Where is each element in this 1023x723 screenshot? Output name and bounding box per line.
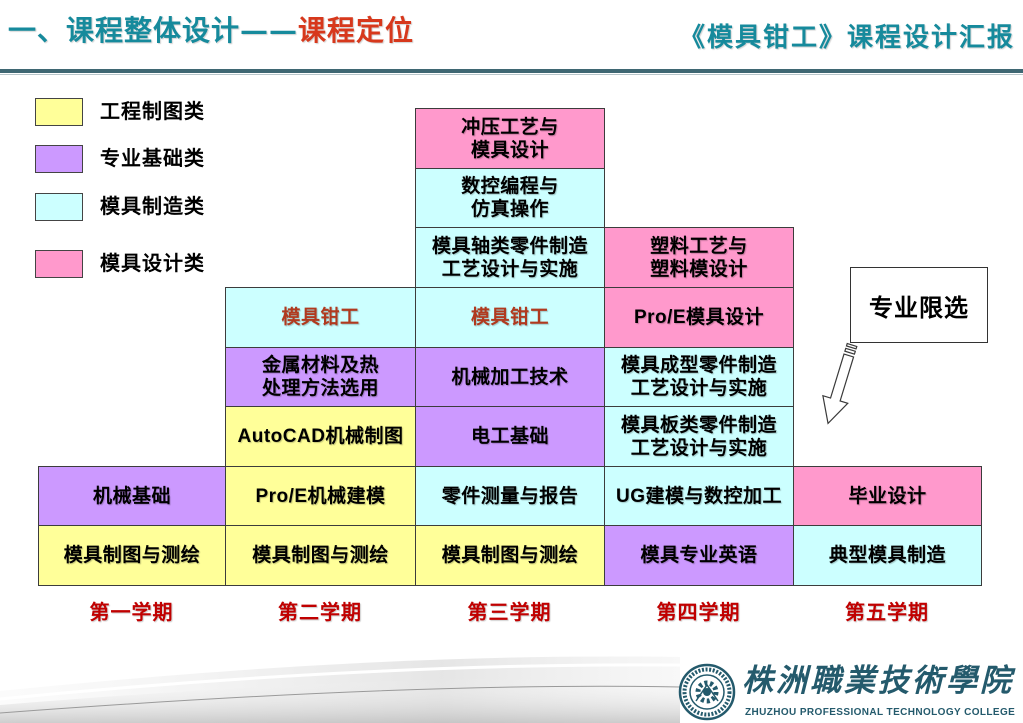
legend-label: 工程制图类 bbox=[100, 101, 205, 123]
course-cell: 机械基础 bbox=[38, 466, 226, 526]
legend-swatch bbox=[35, 98, 83, 126]
course-cell: 模具制图与测绘 bbox=[225, 525, 416, 586]
course-name: 模具成型零件制造 工艺设计与实施 bbox=[620, 355, 777, 399]
legend-swatch bbox=[35, 193, 83, 221]
course-cell: 模具轴类零件制造 工艺设计与实施 bbox=[415, 227, 605, 288]
course-name: Pro/E机械建模 bbox=[255, 485, 386, 507]
course-name: 模具轴类零件制造 工艺设计与实施 bbox=[431, 235, 588, 280]
college-name: 株洲職業技術學院 bbox=[742, 663, 1014, 699]
course-cell: 冲压工艺与 模具设计 bbox=[415, 108, 605, 169]
semester-label: 第二学期 bbox=[278, 602, 362, 624]
callout-label: 专业限选 bbox=[869, 294, 969, 322]
legend-item-mold-design: 模具设计类 bbox=[35, 250, 235, 278]
course-name: 零件测量与报告 bbox=[441, 485, 579, 507]
course-name: 塑料工艺与 塑料模设计 bbox=[650, 235, 748, 280]
college-emblem bbox=[678, 663, 736, 721]
course-cell: 模具钳工 bbox=[415, 287, 605, 348]
course-name: 模具板类零件制造 工艺设计与实施 bbox=[620, 414, 777, 459]
course-cell: 机械加工技术 bbox=[415, 347, 605, 407]
course-name: Pro/E模具设计 bbox=[633, 307, 765, 328]
course-name: 典型模具制造 bbox=[828, 545, 946, 566]
course-cell: Pro/E模具设计 bbox=[604, 287, 794, 348]
course-cell: 模具专业英语 bbox=[604, 525, 794, 586]
course-name: AutoCAD机械制图 bbox=[237, 426, 404, 447]
header-divider bbox=[0, 69, 1023, 73]
course-name: 模具制图与测绘 bbox=[252, 545, 389, 566]
course-name: 冲压工艺与 模具设计 bbox=[461, 116, 559, 161]
course-name: 模具制图与测绘 bbox=[63, 545, 201, 566]
course-cell: 金属材料及热 处理方法选用 bbox=[225, 347, 416, 407]
course-name: 模具专业英语 bbox=[640, 545, 758, 566]
arrow-body bbox=[822, 353, 855, 425]
course-cell: 毕业设计 bbox=[793, 466, 982, 526]
course-cell: 电工基础 bbox=[415, 406, 605, 467]
legend-item-professional-basics: 专业基础类 bbox=[35, 145, 235, 173]
course-cell: Pro/E机械建模 bbox=[225, 466, 416, 526]
course-cell: 典型模具制造 bbox=[793, 525, 982, 586]
course-name: 金属材料及热 处理方法选用 bbox=[261, 355, 379, 399]
legend-swatch bbox=[35, 145, 83, 173]
legend-item-engineering-drawing: 工程制图类 bbox=[35, 98, 235, 126]
course-cell: 模具制图与测绘 bbox=[415, 525, 605, 586]
legend-item-mold-manufacturing: 模具制造类 bbox=[35, 193, 235, 221]
course-name: 电工基础 bbox=[470, 426, 549, 447]
footer-swoosh bbox=[0, 656, 680, 723]
course-cell: 塑料工艺与 塑料模设计 bbox=[604, 227, 794, 288]
callout-arrow-icon bbox=[822, 342, 858, 425]
course-name: 机械加工技术 bbox=[451, 366, 569, 388]
course-name: 数控编程与 仿真操作 bbox=[461, 176, 559, 220]
title-highlight: 课程定位 bbox=[298, 14, 415, 47]
course-cell: 模具成型零件制造 工艺设计与实施 bbox=[604, 347, 794, 407]
course-name: 模具钳工 bbox=[470, 307, 549, 328]
course-name: 毕业设计 bbox=[848, 485, 927, 507]
course-cell: 模具制图与测绘 bbox=[38, 525, 226, 586]
college-name-en: ZHUZHOU PROFESSIONAL TECHNOLOGY COLLEGE bbox=[745, 707, 1016, 718]
legend-label: 模具设计类 bbox=[100, 253, 205, 275]
course-cell: AutoCAD机械制图 bbox=[225, 406, 416, 467]
course-cell: UG建模与数控加工 bbox=[604, 466, 794, 526]
course-cell: 模具板类零件制造 工艺设计与实施 bbox=[604, 406, 794, 467]
course-cell: 数控编程与 仿真操作 bbox=[415, 168, 605, 228]
semester-label: 第一学期 bbox=[89, 602, 174, 624]
legend-label: 专业基础类 bbox=[100, 148, 205, 170]
semester-label: 第五学期 bbox=[845, 602, 929, 624]
semester-label: 第三学期 bbox=[467, 602, 552, 624]
course-name: UG建模与数控加工 bbox=[615, 485, 782, 507]
semester-label: 第四学期 bbox=[656, 602, 741, 624]
legend-label: 模具制造类 bbox=[100, 196, 205, 218]
legend-swatch bbox=[35, 250, 83, 278]
course-name: 模具钳工 bbox=[281, 307, 360, 328]
title-prefix: 一、课程整体设计—— bbox=[8, 14, 299, 47]
report-title: 《模具钳工》课程设计汇报 bbox=[678, 23, 1015, 53]
course-name: 模具制图与测绘 bbox=[441, 545, 579, 566]
course-name: 机械基础 bbox=[92, 485, 171, 507]
page-title: 一、课程整体设计——课程定位 bbox=[8, 12, 414, 50]
callout-box: 专业限选 bbox=[850, 267, 988, 343]
course-cell: 模具钳工 bbox=[225, 287, 416, 348]
arrow-stripe bbox=[845, 342, 858, 350]
course-cell: 零件测量与报告 bbox=[415, 466, 605, 526]
header-divider-shadow bbox=[0, 74, 1023, 75]
arrow-stripe bbox=[844, 347, 857, 355]
